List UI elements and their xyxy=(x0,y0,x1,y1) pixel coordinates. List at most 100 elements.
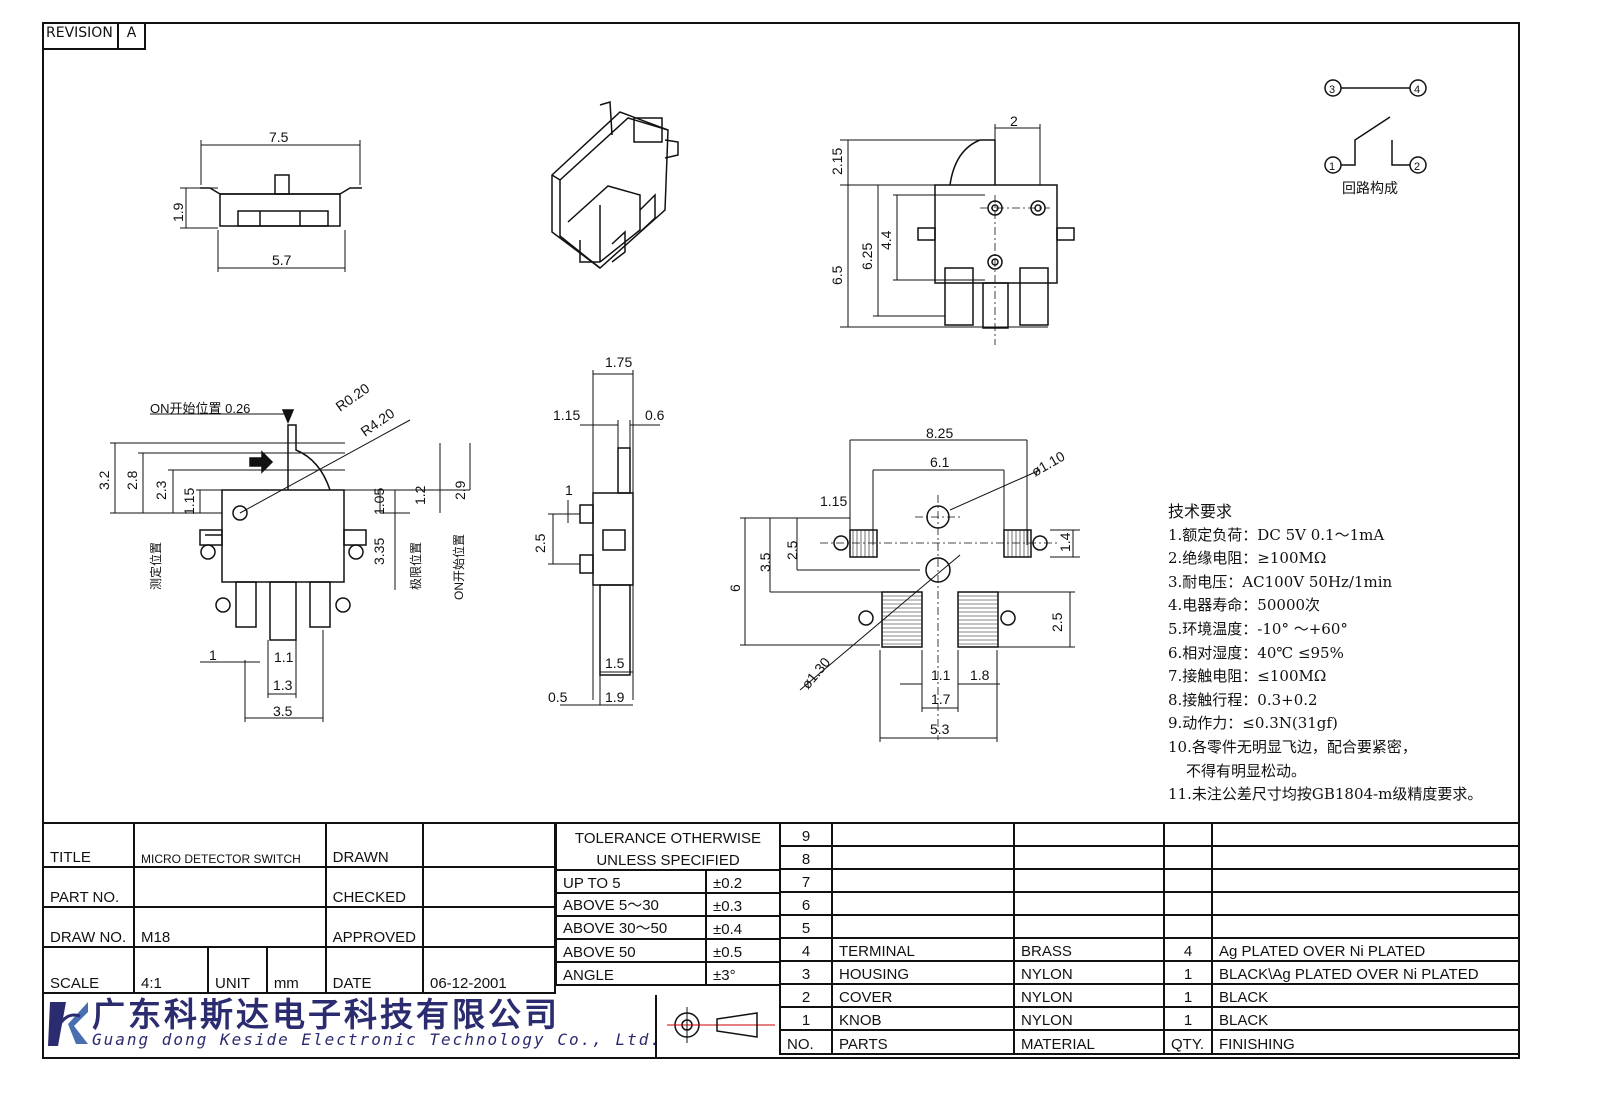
tolerance-range: ABOVE 5～30 xyxy=(555,892,707,917)
tolerance-range: ANGLE xyxy=(555,961,707,986)
drawn-label: DRAWN xyxy=(324,822,425,868)
requirement-item: 8.接触行程：0.3+0.2 xyxy=(1168,690,1318,709)
dim-215: 2.15 xyxy=(829,148,845,175)
bom-no: 3 xyxy=(779,960,833,985)
dim-p825: 8.25 xyxy=(926,425,953,441)
bom-qty xyxy=(1163,822,1213,847)
date-label: DATE xyxy=(324,946,425,994)
requirement-item: 6.相对湿度：40℃ ≤95% xyxy=(1168,643,1344,662)
requirement-item: 不得有明显松动。 xyxy=(1186,761,1307,780)
dim-s06: 0.6 xyxy=(645,407,665,423)
dim-13: 1.3 xyxy=(273,677,293,693)
bom-no: 7 xyxy=(779,868,833,893)
draw-no-value: M18 xyxy=(133,906,327,948)
bom-no: 1 xyxy=(779,1006,833,1031)
bom-finishing: BLACK xyxy=(1211,1006,1520,1031)
dim-625: 6.25 xyxy=(859,243,875,270)
dim-35b: 3.5 xyxy=(273,703,293,719)
svg-text:4: 4 xyxy=(1414,84,1420,96)
requirement-item: 5.环境温度：-10° ～+60° xyxy=(1168,619,1348,638)
circuit-schematic xyxy=(1324,79,1427,174)
tolerance-header-2: UNLESS SPECIFIED xyxy=(555,847,781,871)
bom-qty xyxy=(1163,914,1213,939)
bom-header-no: NO. xyxy=(779,1029,833,1055)
scale-label: SCALE xyxy=(42,946,135,994)
dim-p115: 1.15 xyxy=(820,493,847,509)
label-on: ON开始位置 xyxy=(451,534,466,600)
title-label: TITLE xyxy=(42,822,135,868)
requirement-item: 9.动作力：≤0.3N(31gf) xyxy=(1168,714,1338,733)
bom-finishing: Ag PLATED OVER Ni PLATED xyxy=(1211,937,1520,962)
tolerance-value: ±0.4 xyxy=(705,915,781,940)
dim-top-width: 7.5 xyxy=(269,129,289,145)
company-banner: 广东科斯达电子科技有限公司 Guang dong Keside Electron… xyxy=(44,992,660,1057)
bom-material xyxy=(1013,868,1165,893)
bom-part xyxy=(831,822,1015,847)
bom-part xyxy=(831,845,1015,870)
requirement-item: 4.电器寿命：50000次 xyxy=(1168,596,1321,615)
bom-part xyxy=(831,914,1015,939)
bom-qty: 1 xyxy=(1163,983,1213,1008)
third-angle-projection-icon xyxy=(667,1007,775,1043)
bom-finishing xyxy=(1211,891,1520,916)
dim-29: 2.9 xyxy=(452,480,468,500)
technical-requirements: 技术要求 1.额定负荷：DC 5V 0.1～1mA 2.绝缘电阻：≥100MΩ … xyxy=(1168,500,1482,807)
bom-header-qty: QTY. xyxy=(1163,1029,1213,1055)
dim-s05: 0.5 xyxy=(548,689,568,705)
narrow-side-view xyxy=(548,370,660,706)
bom-qty xyxy=(1163,891,1213,916)
dim-on-pos: ON开始位置 0.26 xyxy=(150,401,250,416)
requirement-item: 1.额定负荷：DC 5V 0.1～1mA xyxy=(1168,525,1385,544)
bom-part: KNOB xyxy=(831,1006,1015,1031)
bom-part: COVER xyxy=(831,983,1015,1008)
requirement-item: 2.绝缘电阻：≥100MΩ xyxy=(1168,549,1327,568)
bom-part xyxy=(831,868,1015,893)
company-logo-icon xyxy=(48,1002,88,1046)
bom-material: NYLON xyxy=(1013,1006,1165,1031)
dim-s1: 1 xyxy=(565,482,573,498)
bom-part: HOUSING xyxy=(831,960,1015,985)
dim-s25: 2.5 xyxy=(532,533,548,553)
bom-header-part: PARTS xyxy=(831,1029,1015,1055)
scale-value: 4:1 xyxy=(133,946,209,994)
bom-header-material: MATERIAL xyxy=(1013,1029,1165,1055)
isometric-view xyxy=(551,101,679,269)
bom-qty: 1 xyxy=(1163,960,1213,985)
tolerance-range: ABOVE 30～50 xyxy=(555,915,707,940)
bom-finishing xyxy=(1211,845,1520,870)
bom-finishing: BLACK xyxy=(1211,983,1520,1008)
label-limit: 极限位置 xyxy=(408,542,423,590)
tolerance-value: ±0.2 xyxy=(705,869,781,894)
bom-material xyxy=(1013,845,1165,870)
dim-s15: 1.5 xyxy=(605,655,625,671)
dim-44: 4.4 xyxy=(878,230,894,250)
dim-p14: 1.4 xyxy=(1057,532,1073,552)
title-block: TITLE MICRO DETECTOR SWITCH DRAWN PART N… xyxy=(42,822,556,994)
dim-1: 1 xyxy=(209,647,217,663)
requirement-item: 11.未注公差尺寸均按GB1804-m级精度要求。 xyxy=(1168,785,1483,804)
company-name-en: Guang dong Keside Electronic Technology … xyxy=(92,1030,663,1049)
checked-value xyxy=(422,866,556,908)
date-value: 06-12-2001 xyxy=(422,946,556,994)
label-measure: 测定位置 xyxy=(148,542,163,590)
dim-23: 2.3 xyxy=(153,480,169,500)
dim-s19: 1.9 xyxy=(605,689,625,705)
dim-r020: R0.20 xyxy=(333,380,373,415)
bom-header-finishing: FINISHING xyxy=(1211,1029,1520,1055)
bom-finishing xyxy=(1211,914,1520,939)
dim-p17: 1.7 xyxy=(931,691,951,707)
dim-p130: ø1.30 xyxy=(798,654,833,692)
projection-symbol xyxy=(655,995,781,1057)
part-no-value xyxy=(133,866,327,908)
bom-material xyxy=(1013,822,1165,847)
tolerance-value: ±0.3 xyxy=(705,892,781,917)
bom-material xyxy=(1013,914,1165,939)
top-view xyxy=(180,140,362,272)
bom-finishing: BLACK\Ag PLATED OVER Ni PLATED xyxy=(1211,960,1520,985)
dim-p11: 1.1 xyxy=(931,667,951,683)
dim-65: 6.5 xyxy=(829,265,845,285)
requirement-item: 3.耐电压：AC100V 50Hz/1min xyxy=(1168,572,1393,591)
bom-qty xyxy=(1163,845,1213,870)
dim-s175: 1.75 xyxy=(605,354,632,370)
